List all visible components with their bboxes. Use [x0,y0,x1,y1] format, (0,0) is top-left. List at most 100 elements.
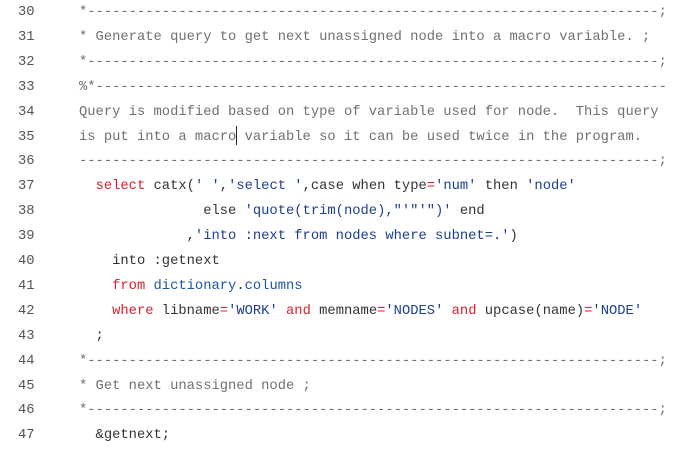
line-code[interactable]: *---------------------------------------… [79,349,667,374]
line-code[interactable]: ; [79,324,104,349]
operator-token: = [584,303,593,319]
line-number: 32 [18,54,35,70]
line-code[interactable]: is put into a macro variable so it can b… [79,125,642,150]
identifier-token: columns [244,278,303,294]
line-number: 34 [18,104,35,120]
line-number: 43 [18,328,35,344]
text-cursor [235,126,237,146]
line-code[interactable]: *---------------------------------------… [79,398,667,423]
code-line[interactable]: 43 ; [0,324,698,349]
line-number: 44 [18,353,35,369]
code-line[interactable]: 42 where libname='WORK' and memname='NOD… [0,299,698,324]
code-line[interactable]: 31 * Generate query to get next unassigne… [0,25,698,50]
string-literal: 'NODE' [592,303,643,319]
code-text: else [79,204,245,220]
code-line[interactable]: 38 else 'quote(trim(node),"'"'")' end [0,199,698,224]
code-text: end [451,204,485,220]
comment-text: ----------------------------------------… [79,154,667,170]
line-code[interactable]: select catx(' ','select ',case when type… [79,174,576,199]
code-text: ; [79,328,104,344]
string-literal: 'num' [435,179,477,195]
code-line[interactable]: 33 %*------------------------------------… [0,75,698,100]
comment-text: variable so it can be used twice in the … [236,129,643,145]
line-number: 47 [18,428,35,444]
code-text [278,304,286,319]
line-number: 45 [18,378,35,394]
code-text [443,304,451,319]
line-code[interactable]: into :getnext [79,249,220,274]
string-literal: 'NODES' [385,303,444,319]
line-code[interactable]: ----------------------------------------… [79,149,667,174]
line-number: 37 [18,179,35,195]
line-number: 41 [18,278,35,294]
comment-text: is put into a macro [79,129,237,145]
code-line[interactable]: 36 --------------------------------------… [0,149,698,174]
line-number: 38 [18,204,35,220]
comment-text: *---------------------------------------… [79,5,667,20]
keyword-token: from [112,278,146,294]
line-number: 46 [18,403,35,419]
line-code[interactable]: from dictionary.columns [79,274,303,299]
comment-text: *---------------------------------------… [79,403,667,419]
keyword-token: and [451,303,477,319]
comment-text: * Generate query to get next unassigned … [79,29,651,45]
code-line[interactable]: 37 select catx(' ','select ',case when t… [0,174,698,199]
keyword-token: select [95,179,146,195]
code-line[interactable]: 35 is put into a macro variable so it can… [0,125,698,150]
code-text: catx( [145,179,195,195]
code-text: upcase(name) [476,303,585,319]
line-code[interactable]: where libname='WORK' and memname='NODES'… [79,299,642,324]
identifier-token: dictionary [153,278,237,294]
string-literal: 'select ' [228,179,303,195]
code-text: into :getnext [79,254,220,269]
comment-text: *---------------------------------------… [79,54,667,70]
operator-token: = [426,179,436,195]
code-text: , [79,229,195,245]
operator-token: = [377,303,386,319]
code-line[interactable]: 41 from dictionary.columns [0,274,698,299]
code-text [79,279,112,294]
code-line[interactable]: 30*-------------------------------------… [0,0,698,25]
string-literal: ' ' [194,179,220,195]
code-line[interactable]: 47 &getnext; [0,423,698,448]
string-literal: 'quote(trim(node),"'"'")' [244,204,452,220]
code-line[interactable]: 45 * Get next unassigned node ; [0,374,698,399]
line-code[interactable]: *---------------------------------------… [79,0,667,25]
line-code[interactable]: %*--------------------------------------… [79,75,667,100]
line-number: 36 [18,154,35,170]
comment-text: *---------------------------------------… [79,353,667,369]
code-line[interactable]: 46 *-------------------------------------… [0,398,698,423]
line-code[interactable]: &getnext; [79,423,171,448]
operator-token: = [219,303,229,319]
line-number: 40 [18,254,35,269]
code-text: &getnext; [79,428,171,444]
comment-text: Query is modified based on type of varia… [79,104,659,120]
line-code[interactable]: * Generate query to get next unassigned … [79,25,650,50]
comment-text: * Get next unassigned node ; [79,378,311,394]
line-number: 33 [18,79,35,95]
code-line[interactable]: 32 *-------------------------------------… [0,50,698,75]
code-line[interactable]: 44 *-------------------------------------… [0,349,698,374]
line-number: 42 [18,303,35,319]
line-number: 35 [18,129,35,145]
line-code[interactable]: * Get next unassigned node ; [79,374,311,399]
comment-text: %*--------------------------------------… [79,79,667,95]
code-text: ) [509,229,518,245]
line-number: 39 [18,229,35,245]
code-text [145,279,153,294]
line-code[interactable]: *---------------------------------------… [79,50,667,75]
code-line[interactable]: 34 Query is modified based on type of var… [0,100,698,125]
code-text: then [476,179,527,195]
string-literal: 'node' [526,179,576,195]
line-number: 31 [18,29,35,45]
code-text: , [219,179,229,195]
line-code[interactable]: else 'quote(trim(node),"'"'")' end [79,199,485,224]
string-literal: 'WORK' [228,303,278,319]
code-line[interactable]: 39 ,'into :next from nodes where subnet=… [0,224,698,249]
string-literal: 'into :next from nodes where subnet=.' [194,229,510,245]
line-code[interactable]: ,'into :next from nodes where subnet=.') [79,224,518,249]
code-text [79,179,96,194]
line-code[interactable]: Query is modified based on type of varia… [79,100,659,125]
code-line[interactable]: 40 into :getnext [0,249,698,274]
